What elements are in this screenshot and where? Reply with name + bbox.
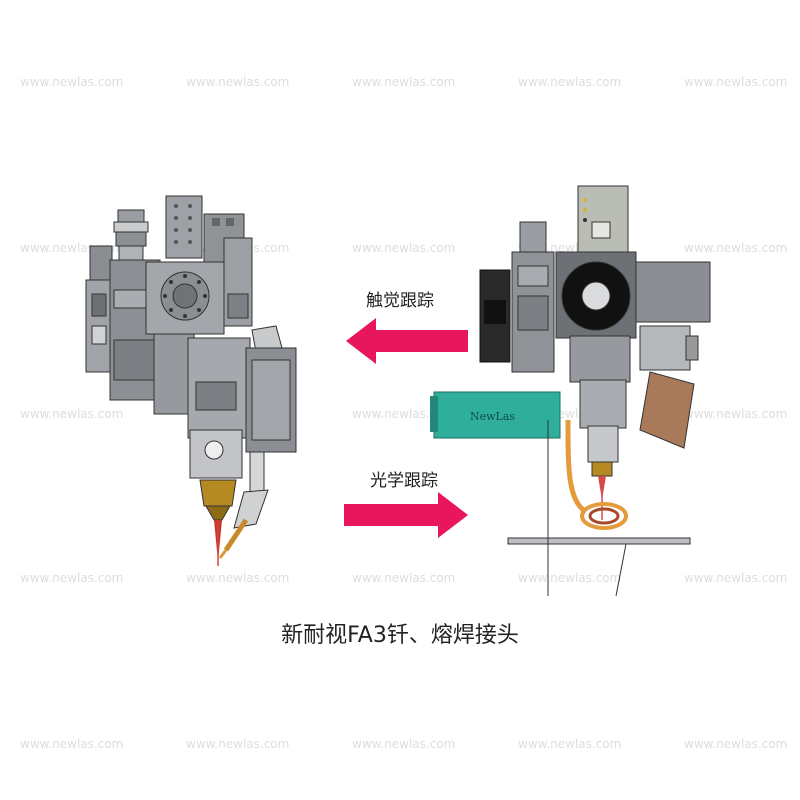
left-welding-head xyxy=(85,195,297,566)
watermark-text-15: www.newlas.com xyxy=(20,571,123,585)
watermark-text-17: www.newlas.com xyxy=(352,571,455,585)
watermark-text-7: www.newlas.com xyxy=(352,241,455,255)
watermark-text-2: www.newlas.com xyxy=(352,75,455,89)
watermark-text-4: www.newlas.com xyxy=(684,75,787,89)
watermark-text-21: www.newlas.com xyxy=(186,737,289,751)
right-welding-head: NewLas xyxy=(430,185,711,597)
right-head-logo: NewLas xyxy=(470,410,515,423)
watermark-text-9: www.newlas.com xyxy=(684,241,787,255)
watermark-text-12: www.newlas.com xyxy=(352,407,455,421)
watermark-text-19: www.newlas.com xyxy=(684,571,787,585)
watermark-text-24: www.newlas.com xyxy=(684,737,787,751)
watermark-text-3: www.newlas.com xyxy=(518,75,621,89)
arrow-left-icon xyxy=(346,318,468,364)
touch-tracking-label: 触觉跟踪 xyxy=(366,291,434,311)
watermark-text-16: www.newlas.com xyxy=(186,571,289,585)
optical-tracking-label: 光学跟踪 xyxy=(370,471,438,491)
watermark-text-22: www.newlas.com xyxy=(352,737,455,751)
watermark-text-20: www.newlas.com xyxy=(20,737,123,751)
watermark-text-0: www.newlas.com xyxy=(20,75,123,89)
caption: 新耐视FA3钎、熔焊接头 xyxy=(281,623,519,648)
watermark-text-10: www.newlas.com xyxy=(20,407,123,421)
watermark-text-23: www.newlas.com xyxy=(518,737,621,751)
watermark-text-1: www.newlas.com xyxy=(186,75,289,89)
watermark-text-14: www.newlas.com xyxy=(684,407,787,421)
arrow-right-icon xyxy=(344,492,468,538)
watermark-text-18: www.newlas.com xyxy=(518,571,621,585)
